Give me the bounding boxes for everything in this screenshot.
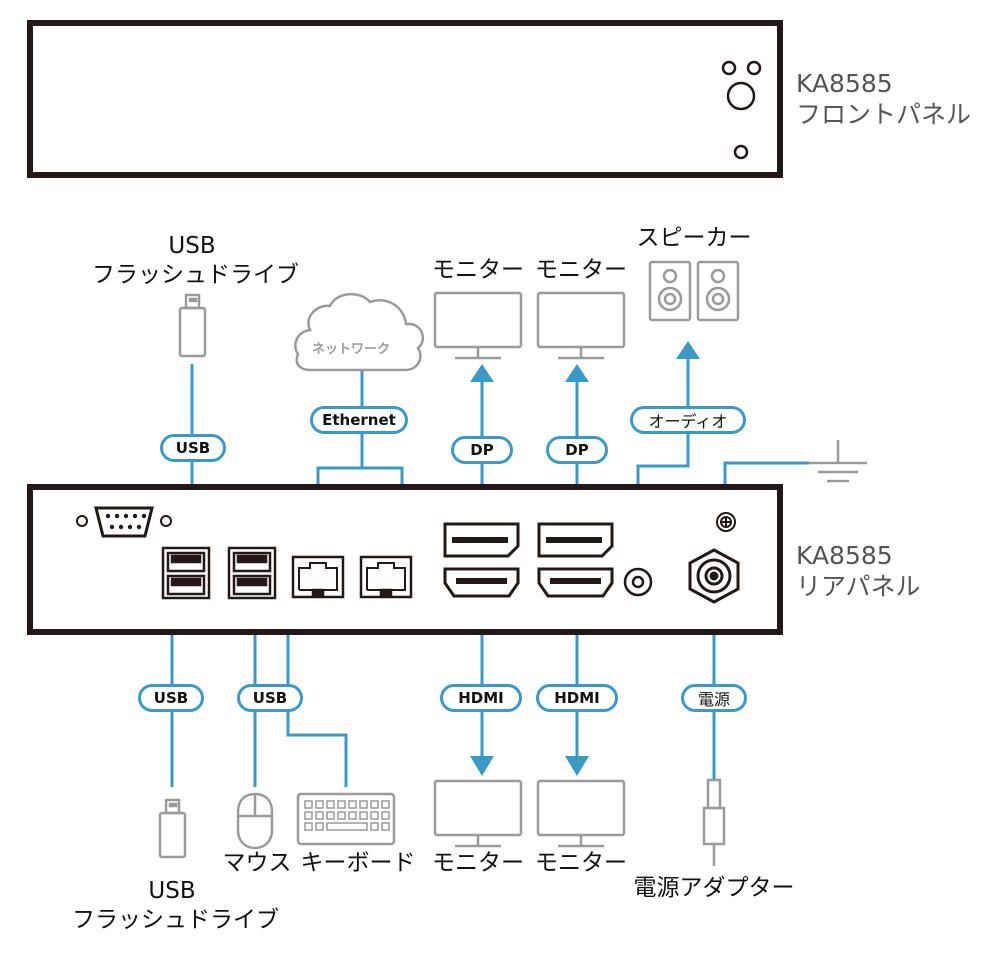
monitor-top-2-icon bbox=[536, 291, 626, 360]
front-panel-name: フロントパネル bbox=[796, 100, 972, 129]
front-panel-label: KA8585 フロントパネル bbox=[796, 68, 971, 130]
ethernet-port-2 bbox=[359, 555, 413, 599]
usb-ports-left bbox=[161, 546, 211, 600]
monitor-top-1-caption: モニター bbox=[432, 257, 524, 283]
keyboard-icon bbox=[296, 792, 396, 846]
network-cloud-icon bbox=[294, 293, 425, 372]
monitor-top-2-caption: モニター bbox=[535, 257, 627, 283]
ethernet-connection-label: Ethernet bbox=[310, 406, 408, 434]
dp-2-connection-label: DP bbox=[546, 436, 608, 464]
monitor-top-1-icon bbox=[433, 291, 523, 360]
devices bbox=[158, 260, 740, 866]
front-power-button bbox=[726, 81, 756, 111]
usb-bottom-left-connection-label: USB bbox=[138, 684, 204, 712]
arrow-dp-1 bbox=[470, 364, 494, 382]
rear-panel-model: KA8585 bbox=[796, 541, 893, 570]
serial-port bbox=[76, 506, 172, 538]
mouse-icon bbox=[236, 792, 274, 850]
ground-symbol bbox=[809, 440, 867, 483]
monitor-bottom-2-icon bbox=[536, 779, 626, 848]
usb-drive-bottom-line2: フラッシュドライブ bbox=[72, 907, 279, 933]
front-panel bbox=[27, 20, 783, 178]
hdmi-port-1 bbox=[443, 567, 520, 598]
power-adapter-caption: 電源アダプター bbox=[633, 875, 795, 901]
usb-drive-top-line1: USB bbox=[168, 233, 216, 259]
usb-bottom-mid-connection-label: USB bbox=[237, 684, 303, 712]
power-adapter-icon bbox=[702, 778, 726, 866]
power-connection-label: 電源 bbox=[681, 684, 747, 712]
mouse-caption: マウス bbox=[222, 850, 292, 876]
usb-drive-bottom-caption: USB フラッシュドライブ bbox=[72, 877, 279, 935]
keyboard-caption: キーボード bbox=[300, 850, 416, 876]
usb-drive-bottom-icon bbox=[158, 798, 187, 859]
hdmi-2-connection-label: HDMI bbox=[536, 684, 618, 712]
monitor-bottom-1-icon bbox=[433, 779, 523, 848]
arrow-hdmi-1 bbox=[470, 756, 494, 776]
ground-screw bbox=[716, 512, 736, 532]
rear-panel bbox=[27, 484, 783, 635]
hdmi-port-2 bbox=[537, 567, 614, 598]
rear-panel-name: リアパネル bbox=[796, 572, 921, 601]
dp-1-connection-label: DP bbox=[451, 436, 513, 464]
monitor-bottom-2-caption: モニター bbox=[535, 850, 627, 876]
usb-top-connection-label: USB bbox=[160, 434, 226, 462]
usb-drive-top-icon bbox=[178, 293, 207, 358]
ethernet-port-1 bbox=[291, 555, 345, 599]
front-reset-button bbox=[733, 144, 749, 160]
speaker-icon bbox=[648, 260, 740, 322]
audio-jack bbox=[623, 567, 653, 597]
usb-drive-top-caption: USB フラッシュドライブ bbox=[92, 232, 299, 290]
network-label: ネットワーク bbox=[312, 342, 391, 357]
displayport-1 bbox=[443, 522, 520, 558]
front-led-2 bbox=[746, 60, 762, 76]
speaker-caption: スピーカー bbox=[636, 225, 752, 251]
arrow-hdmi-2 bbox=[565, 756, 589, 776]
audio-connection-label: オーディオ bbox=[630, 406, 746, 434]
usb-drive-top-line2: フラッシュドライブ bbox=[92, 262, 299, 288]
front-led-1 bbox=[721, 60, 737, 76]
hdmi-1-connection-label: HDMI bbox=[440, 684, 522, 712]
cable-usb-keyboard bbox=[286, 549, 348, 787]
monitor-bottom-1-caption: モニター bbox=[432, 850, 524, 876]
arrow-audio bbox=[676, 341, 700, 359]
arrowheads bbox=[470, 341, 700, 776]
front-panel-model: KA8585 bbox=[796, 69, 893, 98]
arrow-dp-2 bbox=[565, 364, 589, 382]
displayport-2 bbox=[537, 522, 614, 558]
rear-panel-label: KA8585 リアパネル bbox=[796, 540, 921, 602]
usb-drive-bottom-line1: USB bbox=[148, 878, 196, 904]
usb-ports-right bbox=[227, 546, 277, 600]
power-connector bbox=[688, 548, 740, 604]
